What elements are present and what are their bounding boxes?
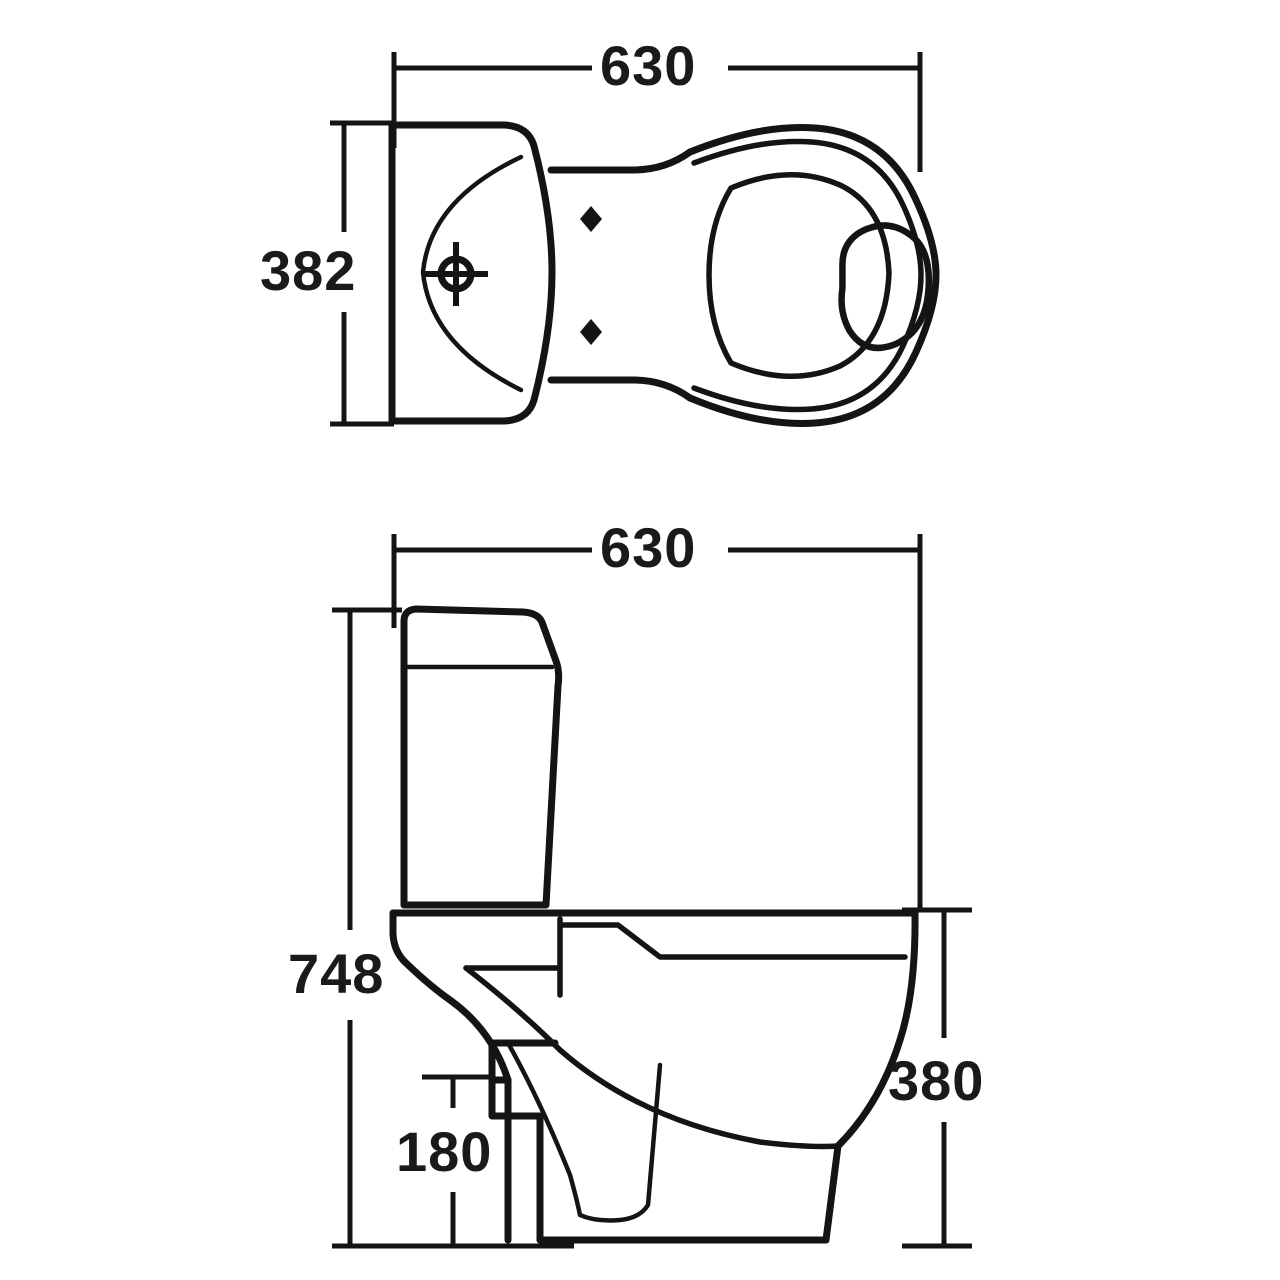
centre-crosshair-icon (424, 242, 488, 306)
pan-shoulder-bottom (547, 376, 694, 402)
cistern-body-elevation (400, 605, 563, 909)
overall-height-label: 748 (288, 942, 385, 1005)
seat-inner-rim (691, 138, 924, 413)
fixing-bolt-marker-top (580, 206, 602, 232)
side-width-label: 630 (600, 516, 697, 579)
cistern-plan-outline (388, 121, 556, 425)
waste-outlet-upper (488, 1039, 559, 1084)
pan-shoulder-top (547, 148, 694, 174)
seat-outer-outline (686, 124, 940, 427)
waste-outlet-lower (488, 1076, 544, 1154)
plan-depth-dimension (330, 120, 394, 427)
outlet-height-label: 180 (396, 1120, 493, 1183)
pan-height-label: 380 (888, 1049, 985, 1112)
bowl-water-opening (838, 222, 933, 352)
cistern-lid-curve (420, 154, 524, 393)
side-width-dimension (391, 534, 923, 908)
pan-bowl-underside-curve (463, 965, 841, 1150)
plan-width-label: 630 (600, 34, 697, 97)
seat-rim-step-line (557, 922, 908, 960)
fixing-bolt-marker-bottom (580, 319, 602, 345)
outlet-height-dimension (422, 1074, 492, 1249)
side-view-geometry (389, 605, 919, 1244)
pedestal-inner-relief (505, 1040, 663, 1223)
bowl-opening-outline (706, 171, 892, 380)
plan-view-geometry (388, 121, 940, 427)
plan-depth-label: 382 (260, 239, 357, 302)
pan-bowl-right-profile (822, 909, 919, 1244)
